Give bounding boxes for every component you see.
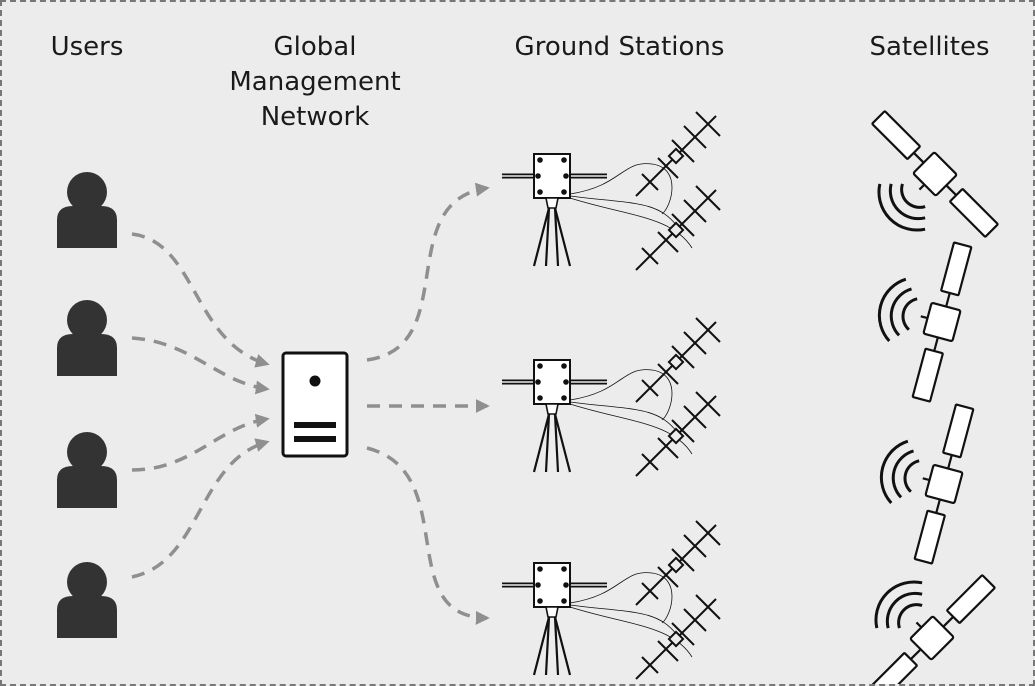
arrow-network-to-station-3 (366, 446, 490, 625)
arrow-user-1-to-network (131, 232, 270, 368)
satellite-icon (858, 226, 979, 405)
arrow-user-4-to-network (131, 438, 270, 579)
user-icon (57, 432, 117, 508)
satellite-icon (860, 388, 981, 567)
network-header: Global Management Network (215, 30, 415, 135)
antenna-tripod-icon (502, 521, 720, 679)
antenna-tripod-icon (502, 318, 720, 476)
user-icon (57, 562, 117, 638)
user-icon (57, 300, 117, 376)
user-icon (57, 172, 117, 248)
server-icon (281, 351, 349, 458)
arrow-network-to-station-1 (366, 182, 490, 362)
arrow-user-3-to-network (131, 413, 270, 472)
network-header-line-2: Management (229, 67, 401, 97)
network-header-line-1: Global (273, 32, 357, 62)
satellite-icon (832, 105, 1004, 277)
satellites-header: Satellites (869, 32, 990, 62)
users-header: Users (50, 32, 124, 62)
network-header-line-3: Network (260, 102, 370, 132)
ground-stations-header: Ground Stations (514, 32, 725, 62)
antenna-tripod-icon (502, 112, 720, 270)
arrow-user-2-to-network (131, 336, 270, 395)
